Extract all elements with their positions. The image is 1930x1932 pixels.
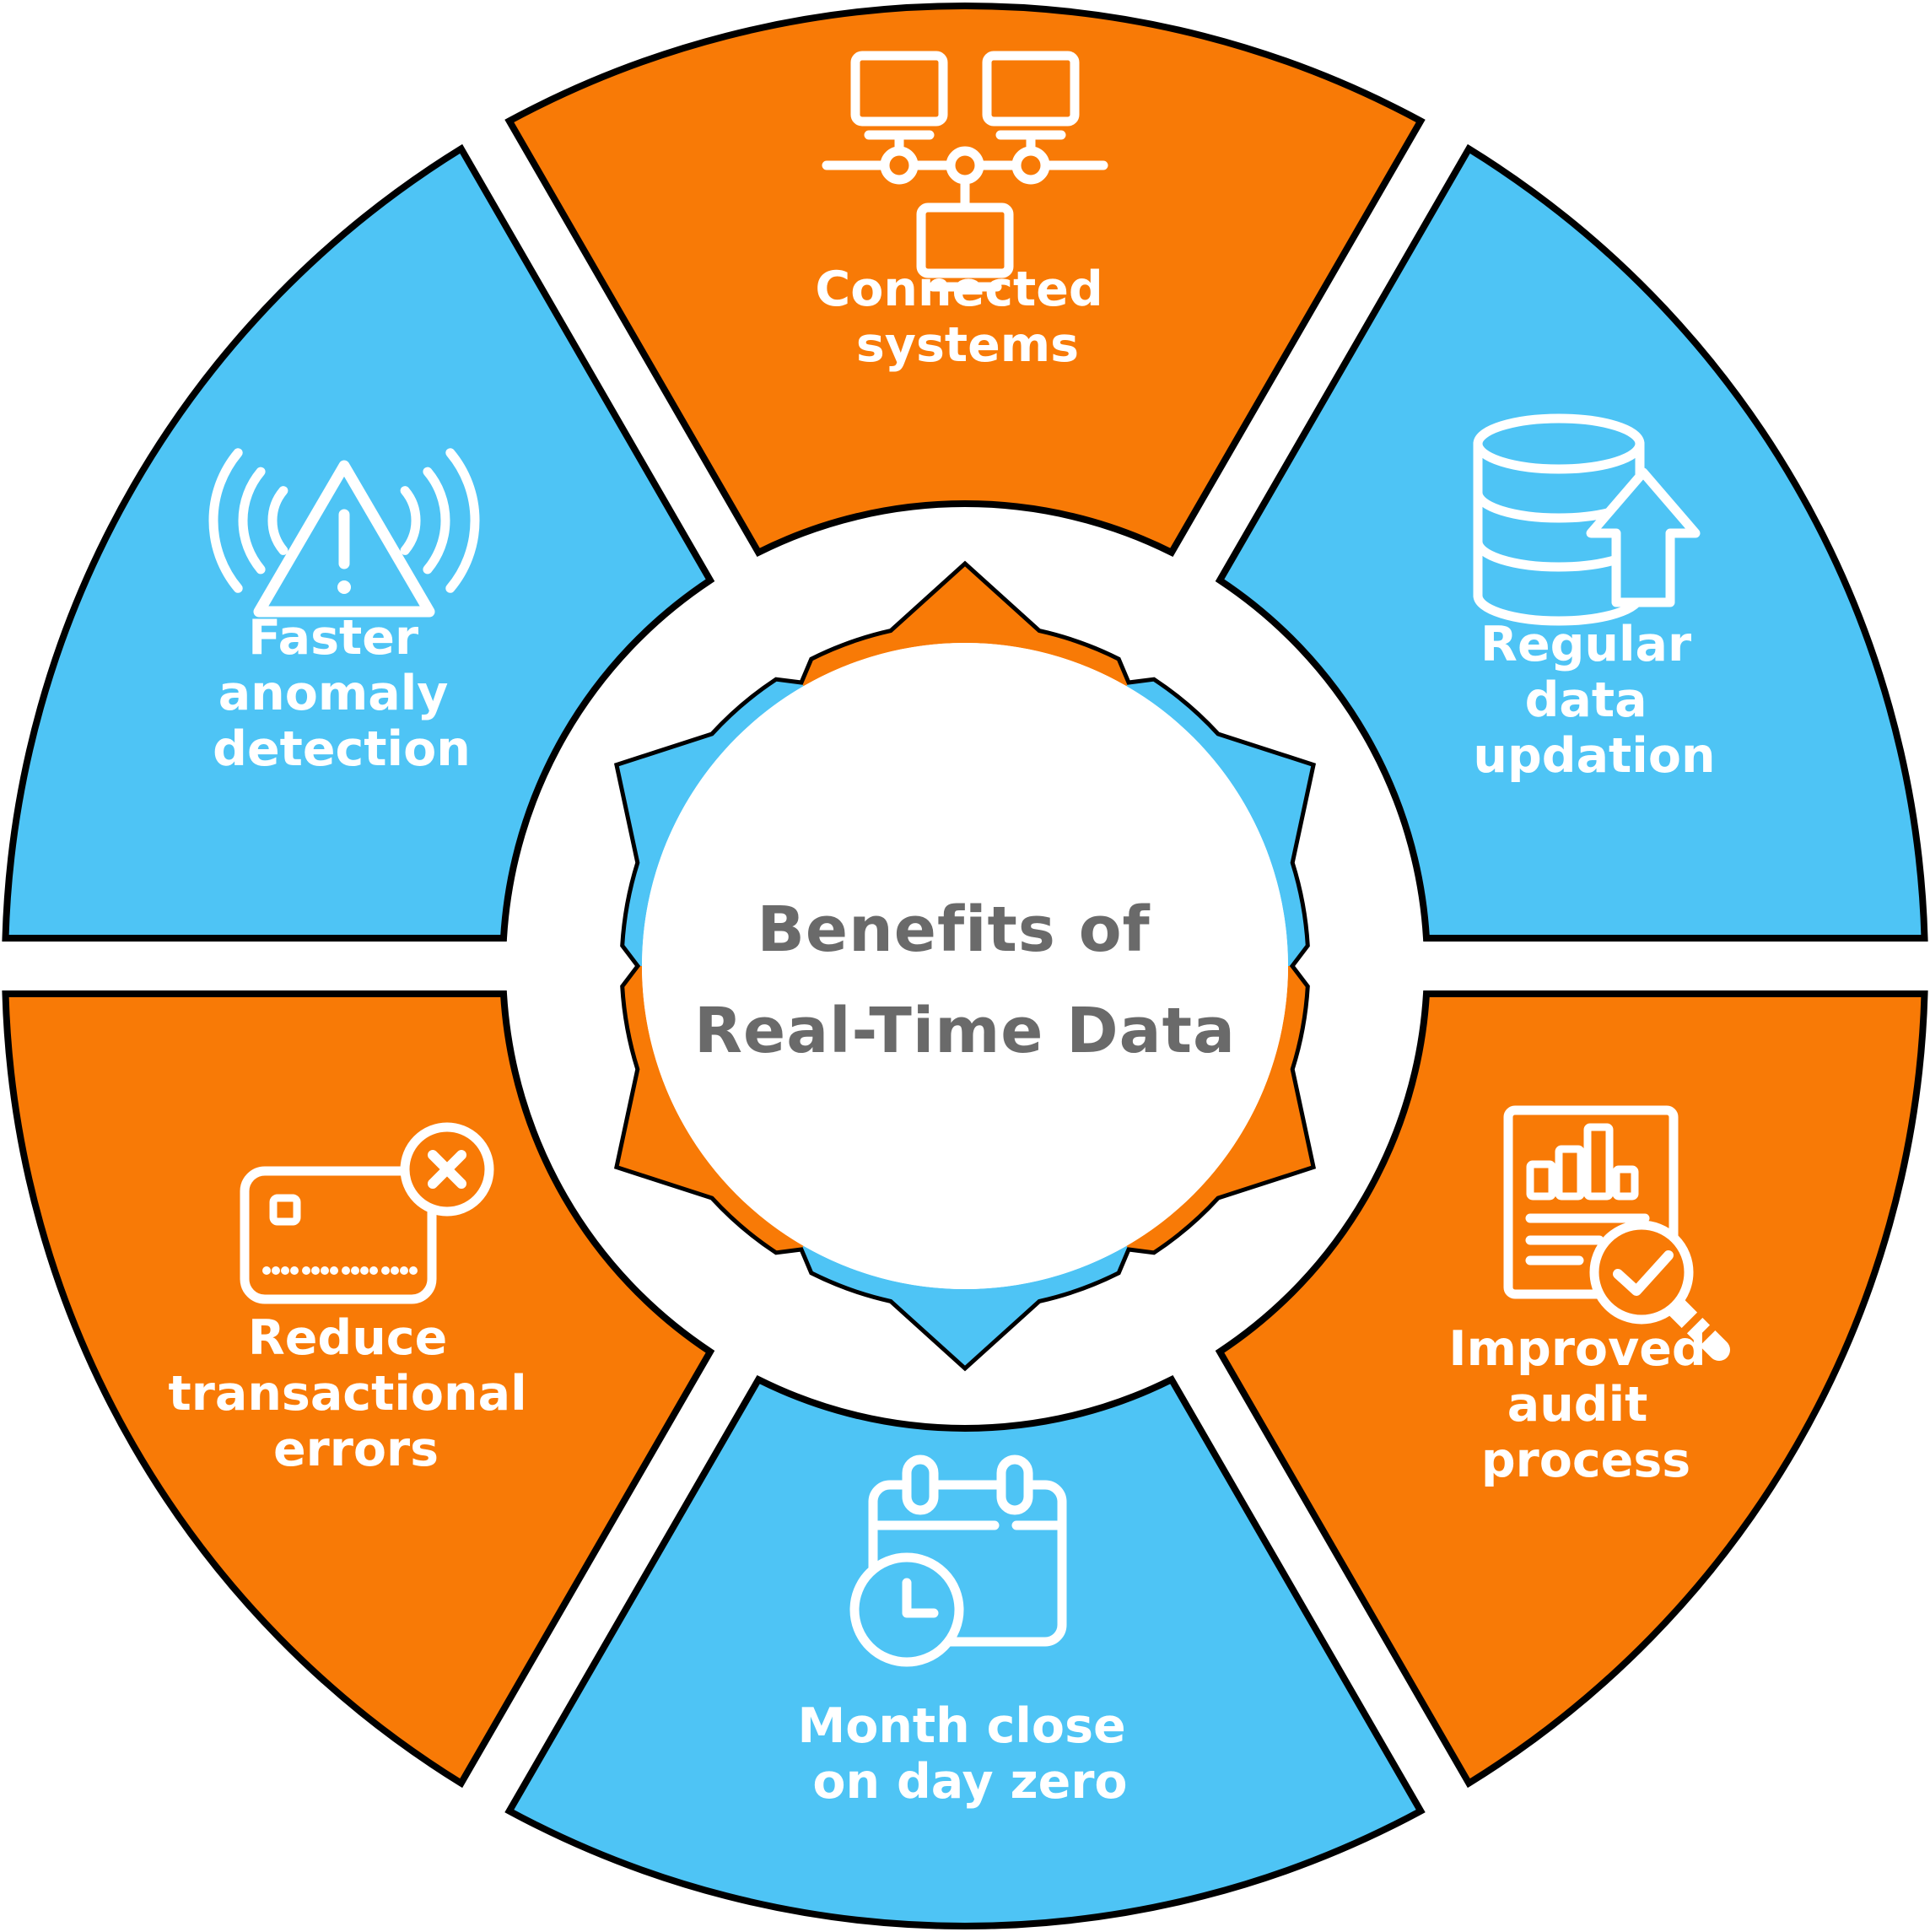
ring-outline xyxy=(613,560,1317,1372)
wave-left-2 xyxy=(238,467,266,575)
document xyxy=(1503,1105,1679,1299)
label-line: Reduce xyxy=(248,1310,447,1366)
wave-right-3 xyxy=(445,448,480,593)
wave-left-3 xyxy=(208,448,243,593)
center-title-line2: Real-Time Data xyxy=(694,995,1236,1067)
label-regular-data-updation: Regular data updation xyxy=(1473,617,1715,784)
wave-left-1 xyxy=(267,486,288,555)
bar-4 xyxy=(1612,1165,1639,1201)
label-faster-anomaly-detection: Faster anomaly detection xyxy=(213,610,471,777)
segment-month-close-on-day-zero xyxy=(504,1374,1426,1929)
label-line: detection xyxy=(213,721,471,777)
wave-right-1 xyxy=(400,486,421,555)
label-reduce-transactional-errors: Reduce transactional errors xyxy=(169,1310,544,1477)
label-connected-systems: Connected systems xyxy=(815,262,1119,373)
upload-arrow xyxy=(1586,467,1701,607)
error-x-stroke-2 xyxy=(428,1150,466,1189)
segment-labels: Connected systems Regular data updation … xyxy=(169,262,1722,1810)
segment-faster-anomaly-detection xyxy=(2,143,715,942)
exclamation-dot xyxy=(337,580,351,594)
center-title-line1: Benefits of xyxy=(757,893,1150,966)
segment-connected-systems xyxy=(504,3,1426,558)
card-error-icon xyxy=(240,1122,494,1304)
node-right xyxy=(1011,146,1050,185)
label-line: anomaly xyxy=(218,666,449,721)
label-line: Regular xyxy=(1480,617,1691,672)
label-line: Month close xyxy=(797,1698,1125,1754)
magnifier-lens xyxy=(1589,1220,1694,1325)
wave-right-2 xyxy=(423,467,450,575)
label-line: Improved xyxy=(1448,1321,1706,1377)
warning-triangle xyxy=(253,460,435,618)
binder-ring-left xyxy=(902,1454,939,1515)
center-title: Benefits of Real-Time Data xyxy=(694,893,1236,1067)
node-left xyxy=(880,146,919,185)
label-line: process xyxy=(1481,1433,1690,1488)
monitor-right xyxy=(982,51,1080,127)
label-line: systems xyxy=(856,317,1079,373)
label-line: Connected xyxy=(815,262,1102,317)
bar-1 xyxy=(1526,1160,1556,1201)
segment-reduce-transactional-errors xyxy=(2,990,715,1789)
outer-segments xyxy=(2,3,1928,1929)
label-improved-audit-process: Improved audit process xyxy=(1448,1321,1722,1488)
credit-card xyxy=(240,1166,437,1304)
card-number-dots xyxy=(262,1266,418,1275)
database-upload-icon xyxy=(1473,413,1701,626)
calendar-clock-icon xyxy=(849,1454,1067,1667)
label-line: on day zero xyxy=(812,1754,1127,1810)
calendar-body xyxy=(868,1480,1067,1647)
segment-improved-audit-process xyxy=(1215,990,1928,1789)
label-month-close-on-day-zero: Month close on day zero xyxy=(797,1698,1142,1810)
bar-2 xyxy=(1555,1145,1585,1201)
bar-3 xyxy=(1583,1123,1614,1201)
audit-magnifier-icon xyxy=(1503,1105,1730,1361)
binder-ring-right xyxy=(996,1454,1033,1515)
ring-sector-connected-systems xyxy=(801,564,1129,687)
handle-stripe-2 xyxy=(1690,1320,1720,1351)
clock-hands xyxy=(902,1578,939,1618)
handle-stripe-1 xyxy=(1677,1308,1707,1338)
monitor-bottom xyxy=(916,202,1014,278)
center-gear-ring xyxy=(613,560,1317,1372)
monitor-left xyxy=(850,51,948,127)
warning-signal-icon xyxy=(208,448,480,618)
magnifier-handle xyxy=(1666,1297,1730,1361)
label-line: updation xyxy=(1473,728,1715,784)
ring-sector-month-close-on-day-zero xyxy=(801,1245,1129,1368)
label-line: Faster xyxy=(248,610,418,666)
label-line: data xyxy=(1525,672,1647,728)
label-line: transactional xyxy=(169,1366,527,1422)
check-mark xyxy=(1613,1250,1674,1296)
segment-regular-data-updation xyxy=(1215,143,1928,942)
label-line: errors xyxy=(273,1422,439,1477)
center-circle xyxy=(642,643,1288,1289)
card-chip xyxy=(269,1194,301,1226)
network-icon xyxy=(822,51,1108,292)
label-line: audit xyxy=(1507,1377,1648,1433)
